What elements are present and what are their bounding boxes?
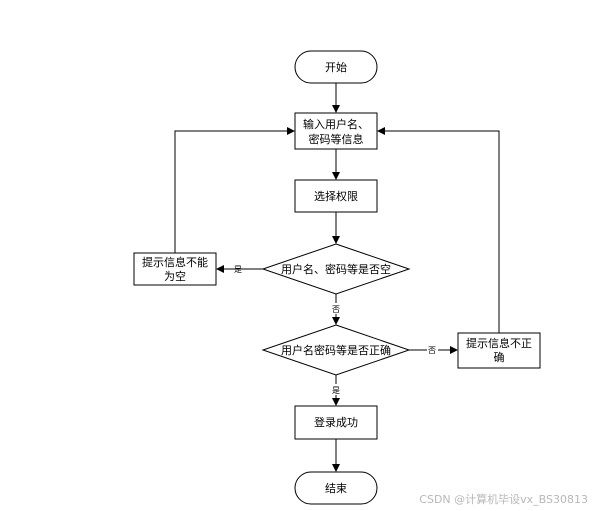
edge-correct-yes-label: 是 (332, 386, 340, 395)
edge-wrong-prompt-to-input (377, 127, 500, 333)
edge-empty-yes-label: 是 (234, 265, 242, 274)
input-label-line1: 输入用户名、 (303, 117, 369, 131)
edge-empty-no-label-bg (330, 303, 342, 314)
login-success-box: 登录成功 (294, 405, 378, 440)
decision-empty-label: 用户名、密码等是否空 (281, 262, 391, 276)
edge-correct-yes-label-bg (330, 384, 342, 395)
decision-empty: 用户名、密码等是否空 (261, 243, 411, 295)
empty-prompt-line2: 为空 (164, 269, 186, 283)
empty-prompt-line1: 提示信息不能 (142, 255, 208, 269)
empty-prompt-box: 提示信息不能 为空 (133, 252, 217, 286)
start-terminal: 开始 (294, 50, 378, 84)
select-permission-label: 选择权限 (314, 189, 358, 203)
edge-correct-no-label-bg (427, 344, 438, 355)
edge-empty-prompt-to-input (174, 127, 295, 253)
edge-correct-no-label: 否 (428, 346, 436, 355)
end-terminal: 结束 (294, 471, 378, 505)
wrong-prompt-line1: 提示信息不正 (466, 336, 532, 350)
decision-correct: 用户名密码等是否正确 (261, 324, 411, 376)
watermark: CSDN @计算机毕设vx_BS30813 (419, 492, 588, 506)
decision-correct-label: 用户名密码等是否正确 (281, 343, 391, 357)
input-label-line2: 密码等信息 (309, 132, 364, 146)
start-label: 开始 (325, 60, 347, 74)
wrong-prompt-box: 提示信息不正 确 (457, 332, 541, 369)
end-label: 结束 (325, 482, 347, 495)
input-credentials-box: 输入用户名、 密码等信息 (294, 112, 378, 150)
select-permission-box: 选择权限 (294, 179, 378, 213)
login-success-label: 登录成功 (314, 415, 358, 429)
edge-empty-no-label: 否 (332, 305, 340, 314)
wrong-prompt-line2: 确 (494, 351, 505, 364)
